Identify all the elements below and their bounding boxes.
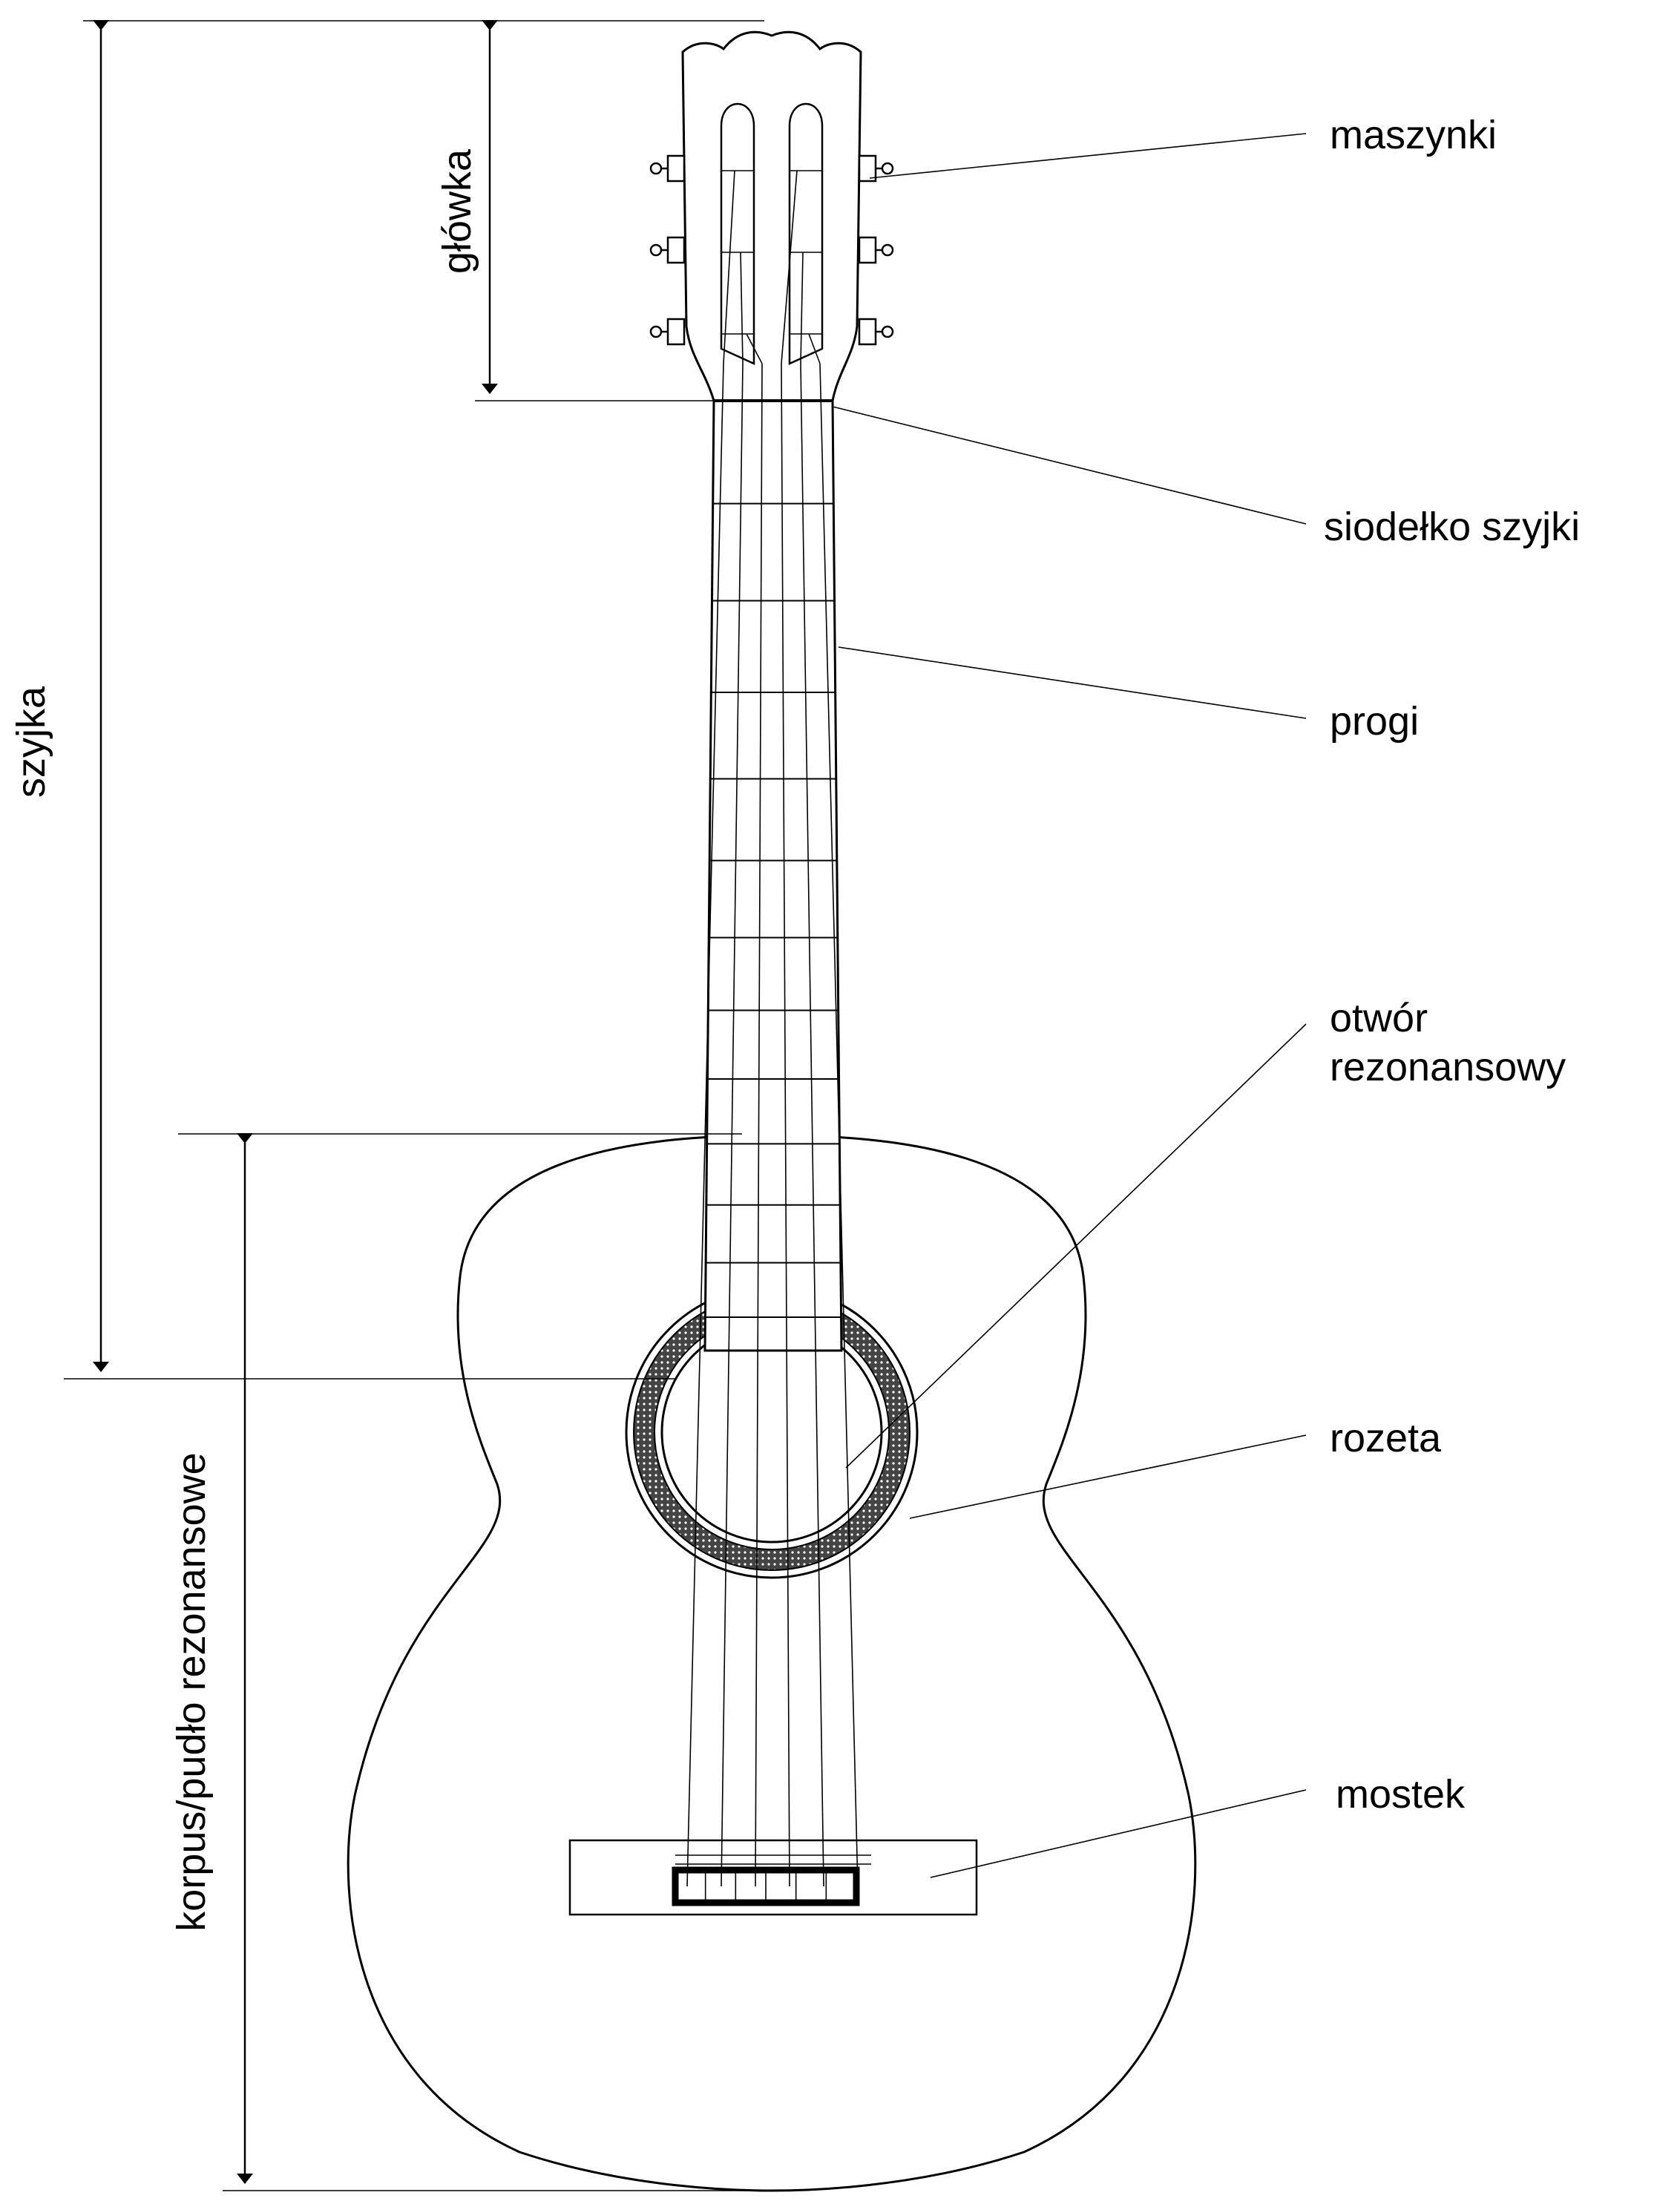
string [800,363,824,1887]
string-headstock [740,252,744,364]
label-otwor-line1: otwór [1330,996,1428,1040]
headstock [681,30,862,402]
string-headstock [723,170,735,364]
string-headstock [781,170,798,364]
bridge [568,1839,978,1916]
frets [705,502,841,1318]
label-progi: progi [1330,699,1419,744]
label-szyjka: szyjka [9,686,53,798]
rosette [625,1285,919,1579]
string [781,363,790,1887]
string-headstock [800,252,804,364]
string [721,363,744,1887]
neck [703,399,843,1352]
label-glowka: główka [435,148,479,274]
label-rozeta: rozeta [1330,1416,1442,1460]
tuning-machines [649,154,894,346]
label-korpus: korpus/pudło rezonansowe [169,1452,214,1931]
tuning-rollers [721,170,822,335]
string [755,363,763,1887]
string [819,363,859,1887]
label-otwor-line2: rezonansowy [1330,1045,1566,1089]
strings [686,170,859,1887]
label-maszynki: maszynki [1330,113,1497,157]
string [686,363,724,1887]
string-headstock [746,333,763,364]
leader-lines [832,133,1307,1878]
label-siodelko-szyjki: siodełko szyjki [1324,505,1580,549]
label-mostek: mostek [1336,1772,1466,1817]
dimension-lines [64,20,772,2191]
string-headstock [808,333,821,364]
label-otwor-rezonansowy: otwór rezonansowy [1330,996,1566,1089]
